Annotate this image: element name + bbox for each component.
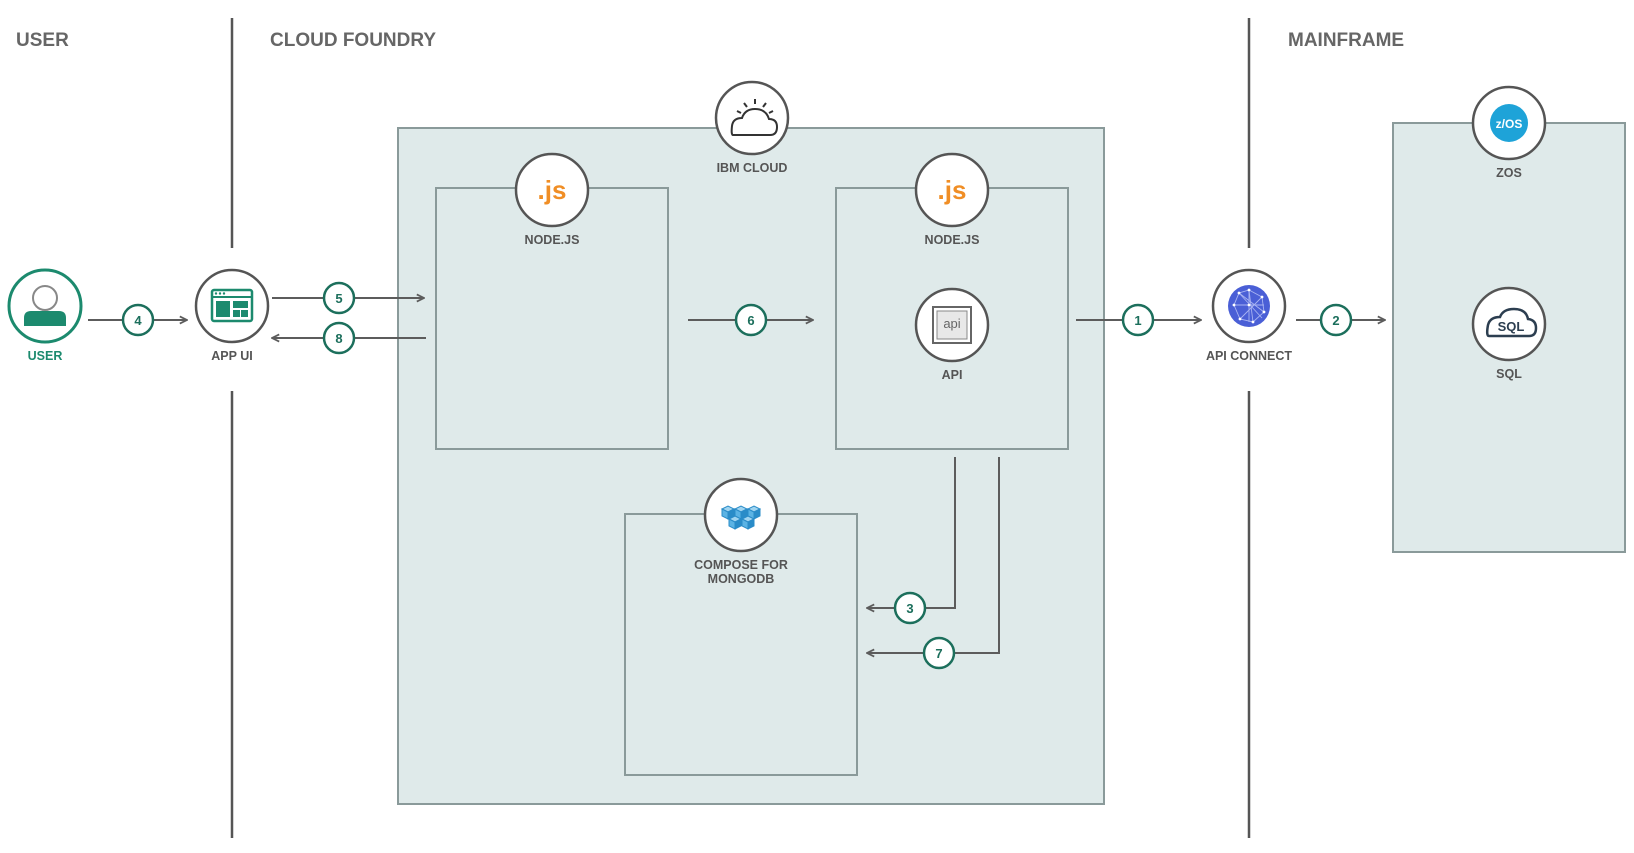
svg-text:2: 2 (1332, 313, 1339, 328)
zos-node: z/OS ZOS (1471, 85, 1547, 180)
app-ui-node: APP UI (194, 268, 270, 363)
sql-label: SQL (1496, 367, 1522, 381)
app-ui-label: APP UI (211, 349, 252, 363)
section-title-mainframe: MAINFRAME (1288, 30, 1404, 51)
nodejs-left-node: .js NODE.JS (514, 152, 590, 247)
nodejs-left-icon: .js (538, 175, 567, 205)
svg-text:3: 3 (906, 601, 913, 616)
api-connect-node: API CONNECT (1206, 268, 1292, 363)
api-icon: api (932, 306, 972, 344)
cloud-icon (730, 99, 779, 136)
svg-text:1: 1 (1134, 313, 1141, 328)
svg-text:SQL: SQL (1498, 319, 1525, 334)
api-connect-globe-icon (1228, 285, 1270, 327)
user-icon (24, 285, 66, 326)
svg-text:6: 6 (747, 313, 754, 328)
ibm-cloud-label: IBM CLOUD (717, 161, 788, 175)
svg-text:8: 8 (335, 331, 342, 346)
svg-text:5: 5 (335, 291, 342, 306)
step-badge-3: 3 (893, 591, 927, 625)
nodejs-right-icon: .js (938, 175, 967, 205)
svg-text:4: 4 (134, 313, 142, 328)
step-badge-6: 6 (734, 303, 768, 337)
step-badge-1: 1 (1121, 303, 1155, 337)
sql-node: SQL SQL (1471, 286, 1547, 381)
nodejs-right-label: NODE.JS (925, 233, 980, 247)
ibm-cloud-region (397, 127, 1105, 805)
zos-icon: z/OS (1490, 104, 1528, 142)
api-connect-label: API CONNECT (1206, 349, 1292, 363)
svg-text:api: api (943, 316, 960, 331)
step-badge-5: 5 (322, 281, 356, 315)
zos-label: ZOS (1496, 166, 1522, 180)
svg-text:7: 7 (935, 646, 942, 661)
compose-mongodb-node: COMPOSE FOR MONGODB (694, 477, 788, 586)
section-title-user: USER (16, 30, 69, 51)
section-title-cloud-foundry: CLOUD FOUNDRY (270, 30, 436, 51)
api-node: api API (914, 287, 990, 382)
user-node: USER (7, 268, 83, 363)
step-badge-7: 7 (922, 636, 956, 670)
nodejs-left-label: NODE.JS (525, 233, 580, 247)
api-label: API (942, 368, 963, 382)
nodejs-right-node: .js NODE.JS (914, 152, 990, 247)
compose-label-line1: COMPOSE FOR (694, 558, 788, 572)
ibm-cloud-node: IBM CLOUD (714, 80, 790, 175)
compose-label-line2: MONGODB (708, 572, 775, 586)
step-badge-8: 8 (322, 321, 356, 355)
compose-cubes-icon (720, 505, 762, 530)
app-window-icon (210, 288, 254, 323)
step-badge-2: 2 (1319, 303, 1353, 337)
user-label: USER (28, 349, 63, 363)
sql-cloud-icon: SQL (1485, 307, 1538, 338)
svg-text:z/OS: z/OS (1496, 117, 1523, 131)
step-badge-4: 4 (121, 303, 155, 337)
arrow-nodejs-to-compose-7 (867, 457, 1000, 653)
